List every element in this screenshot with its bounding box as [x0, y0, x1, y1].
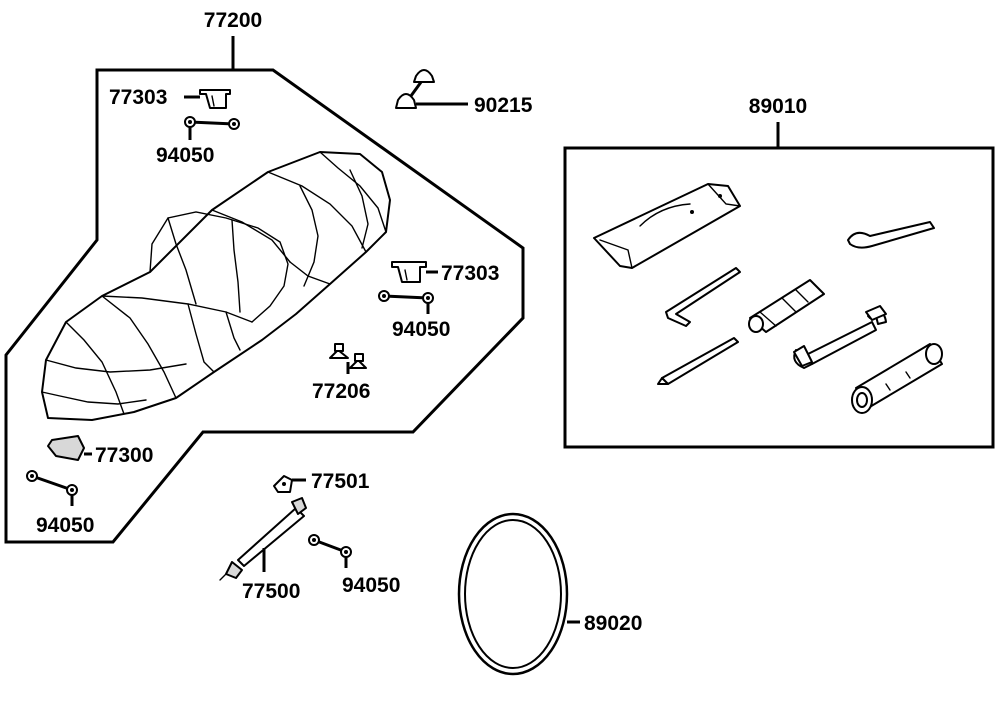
screw-washer-icon: [184, 116, 240, 130]
label-77501: 77501: [311, 470, 370, 493]
label-77300: 77300: [95, 444, 153, 467]
label-94050-right: 94050: [392, 318, 450, 341]
label-94050-top: 94050: [156, 144, 214, 167]
drive-belt-icon: [457, 512, 569, 676]
lock-bracket-icon: [273, 475, 293, 493]
screwdriver-bit-icon: [657, 337, 739, 385]
seat-stopper-icon: [47, 435, 85, 461]
box-wrench-icon: [851, 343, 943, 414]
label-77206: 77206: [312, 380, 370, 403]
seat-hook-icon: [199, 89, 231, 109]
cap-nut-icon: [395, 69, 435, 109]
label-89020: 89020: [584, 612, 642, 635]
screw-washer-icon: [26, 470, 78, 496]
seat-assembly-frame: [4, 68, 525, 544]
label-77303-right: 77303: [441, 262, 499, 285]
screw-washer-icon: [308, 534, 352, 558]
tool-bag-icon: [593, 183, 741, 269]
label-77500: 77500: [242, 580, 300, 603]
label-77303-top: 77303: [109, 86, 167, 109]
seat-lock-cable-icon: [219, 497, 307, 581]
label-89010: 89010: [749, 95, 807, 118]
tool-kit-frame: [563, 146, 995, 449]
seat-hook-icon: [391, 261, 427, 283]
wrench-icon: [793, 305, 887, 369]
label-77200: 77200: [204, 9, 262, 32]
bumper-icon: [329, 343, 367, 369]
screw-washer-icon: [378, 290, 434, 304]
screwdriver-icon: [748, 279, 825, 333]
label-94050-bottom-left: 94050: [36, 514, 94, 537]
label-90215: 90215: [474, 94, 533, 117]
hook-spanner-icon: [847, 221, 935, 249]
hex-key-icon: [665, 267, 741, 327]
seat-cushion-icon: [41, 151, 391, 421]
label-94050-lock: 94050: [342, 574, 400, 597]
